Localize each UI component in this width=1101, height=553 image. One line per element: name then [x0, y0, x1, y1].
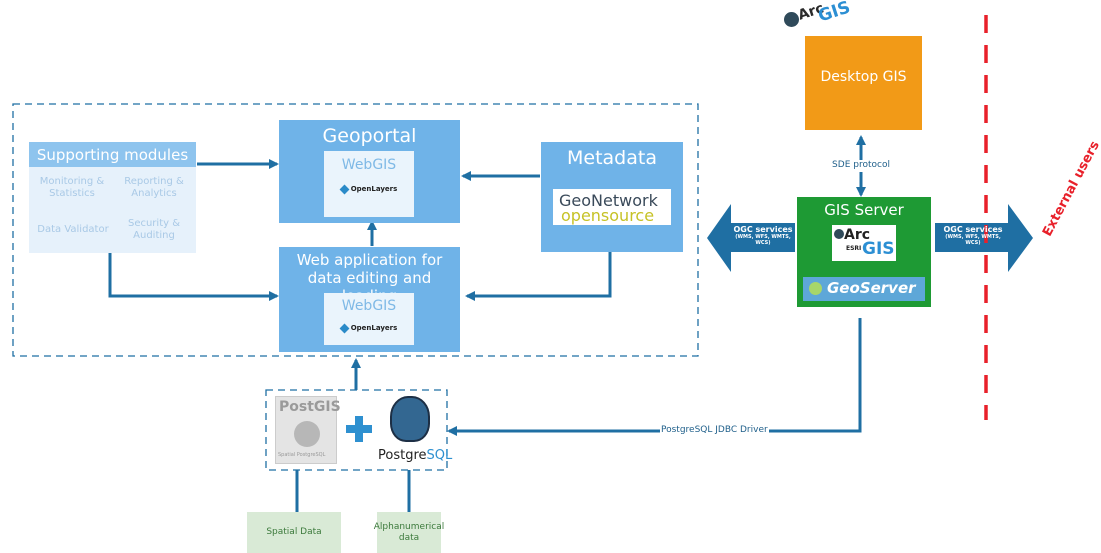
globe-icon — [784, 12, 799, 27]
module-monitoring: Monitoring & Statistics — [39, 176, 105, 199]
arcgis-server-esri: ESRI — [846, 245, 862, 252]
postgresql-label-postgre: Postgre — [378, 448, 427, 463]
supporting-modules-box: Supporting modules Monitoring & Statisti… — [29, 142, 196, 253]
jdbc-label: PostgreSQL JDBC Driver — [660, 425, 769, 435]
webapp-webgis-label: WebGIS — [341, 298, 397, 314]
postgresql-elephant-icon — [390, 396, 430, 442]
openlayers-logo: OpenLayers — [324, 184, 414, 194]
ogc-right-arrow — [935, 204, 1033, 272]
module-validator: Data Validator — [37, 224, 109, 235]
arcgis-server-arc: Arc — [844, 227, 871, 243]
geoserver-icon — [809, 282, 822, 295]
postgis-logo: PostGIS Spatial PostgreSQL — [275, 396, 341, 464]
ogc-left-label: OGC services (WMS, WFS, WMTS, WCS) — [731, 225, 795, 246]
postgresql-label-sql: SQL — [426, 448, 453, 463]
geonetwork-logo-top: GeoNetwork — [559, 191, 658, 210]
webapp-openlayers-icon — [339, 323, 350, 333]
elephant-icon — [294, 421, 320, 447]
geonetwork-logo-bottom: opensource — [561, 206, 655, 225]
ogc-right-label: OGC services (WMS, WFS, WMTS, WCS) — [938, 225, 1008, 246]
arcgis-globe-icon — [834, 229, 844, 239]
module-security: Security & Auditing — [127, 218, 181, 241]
spatial-data-box: Spatial Data — [247, 512, 341, 553]
ogc-right-sub: (WMS, WFS, WMTS, WCS) — [945, 234, 1001, 246]
plus-icon — [346, 416, 372, 442]
application-boundary — [12, 103, 699, 357]
openlayers-icon — [339, 184, 350, 194]
arrow-supporting-to-webapp — [108, 253, 279, 301]
supporting-modules-header — [29, 142, 196, 167]
module-reporting: Reporting & Analytics — [124, 176, 184, 199]
ogc-right-title: OGC services — [943, 225, 1003, 234]
arcgis-desktop-logo: Arc GIS — [784, 0, 854, 38]
ogc-left-sub: (WMS, WFS, WMTS, WCS) — [735, 234, 791, 246]
postgresql-logo: PostgreSQL — [378, 394, 452, 466]
metadata-title: Metadata — [567, 147, 657, 169]
postgis-label: PostGIS — [279, 399, 341, 415]
arrow-metadata-to-webapp — [465, 252, 612, 301]
geoserver-logo: GeoServer — [803, 277, 925, 301]
arcgis-server-gis: GIS — [862, 239, 895, 259]
geoportal-webgis-label: WebGIS — [341, 157, 397, 173]
ogc-left-title: OGC services — [733, 225, 793, 234]
geoserver-label: GeoServer — [827, 279, 916, 297]
openlayers-label: OpenLayers — [350, 185, 398, 193]
postgis-sub: Spatial PostgreSQL — [278, 452, 326, 458]
desktop-gis-box: Desktop GIS — [805, 36, 922, 130]
webapp-openlayers-label: OpenLayers — [350, 324, 398, 332]
webapp-box: Web application for data editing and loa… — [279, 247, 460, 352]
geoportal-box: Geoportal WebGIS OpenLayers — [279, 120, 460, 223]
geoportal-webgis-panel: WebGIS OpenLayers — [324, 151, 414, 217]
geoportal-title: Geoportal — [322, 125, 417, 147]
webapp-openlayers-logo: OpenLayers — [324, 323, 414, 333]
metadata-box: Metadata GeoNetwork opensource — [541, 142, 683, 252]
postgresql-label: PostgreSQL — [378, 448, 452, 463]
ogc-left-arrow — [707, 204, 795, 272]
desktop-gis-title: Desktop GIS — [820, 69, 907, 85]
webapp-webgis-panel: WebGIS OpenLayers — [324, 293, 414, 345]
geonetwork-logo: GeoNetwork opensource — [553, 189, 671, 225]
arrow-jdbc — [447, 318, 862, 436]
arcgis-server-logo: Arc ESRI GIS — [832, 225, 896, 261]
gis-server-title: GIS Server — [824, 201, 904, 219]
gis-server-box: GIS Server Arc ESRI GIS GeoServer — [797, 197, 931, 307]
sde-protocol-label: SDE protocol — [826, 160, 896, 172]
supporting-modules-title: Supporting modules — [36, 146, 189, 164]
alphanumerical-data-box: Alphanumerical data — [374, 512, 444, 553]
